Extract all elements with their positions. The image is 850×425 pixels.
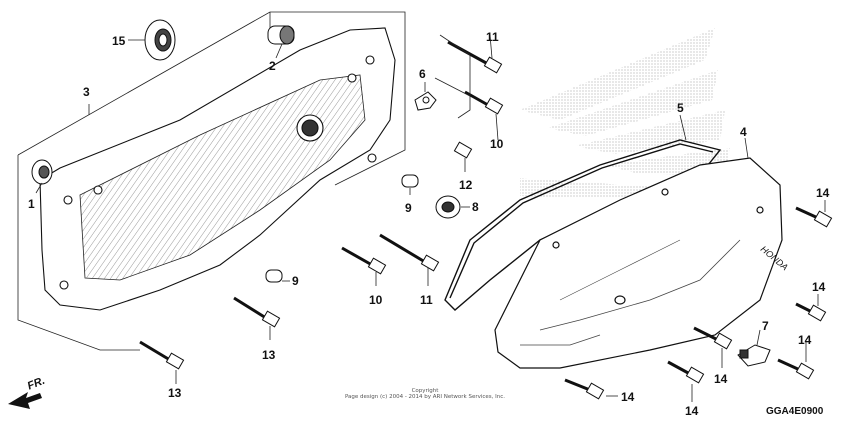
callout-8: 8	[472, 200, 479, 214]
callout-14-e: 14	[621, 390, 635, 404]
callout-10-upper: 10	[490, 137, 504, 151]
callout-3: 3	[83, 85, 90, 99]
callout-14-f: 14	[685, 404, 699, 418]
callout-13-left: 13	[168, 386, 182, 400]
leader-lines	[35, 34, 826, 402]
callout-14-c: 14	[714, 372, 728, 386]
callout-11-upper: 11	[486, 30, 499, 44]
diagram-code: GGA4E0900	[766, 406, 824, 417]
front-direction-arrow	[8, 392, 42, 409]
callout-14-b: 14	[812, 280, 826, 294]
callout-14-a: 14	[816, 186, 830, 200]
gasket-part	[444, 139, 722, 311]
callout-14-d: 14	[798, 333, 812, 347]
callout-4: 4	[740, 125, 747, 139]
callout-13-right: 13	[262, 348, 276, 362]
dowel-pin-part	[267, 25, 295, 45]
collar-part	[265, 174, 419, 283]
clamp-part	[737, 344, 771, 367]
outer-cover	[494, 157, 783, 369]
callout-1: 1	[28, 197, 35, 211]
callout-12: 12	[459, 178, 473, 192]
clip-part	[414, 91, 437, 111]
oil-seal-part	[435, 195, 461, 219]
grommet-part	[31, 159, 53, 185]
copyright-line-2: Page design (c) 2004 - 2014 by ARI Netwo…	[344, 394, 506, 401]
callout-9-upper: 9	[405, 201, 412, 215]
copyright-line-1: Copyright	[411, 388, 439, 394]
callout-5: 5	[677, 101, 684, 115]
callout-6: 6	[419, 67, 426, 81]
bolt-parts	[139, 40, 833, 400]
callout-15: 15	[112, 34, 126, 48]
callout-11-lower: 11	[420, 293, 433, 307]
callout-10-lower: 10	[369, 293, 383, 307]
left-crankcase-cover	[39, 27, 396, 311]
bearing-part	[144, 19, 176, 61]
callout-7: 7	[762, 319, 769, 333]
copyright-notice: Copyright Page design (c) 2004 - 2014 by…	[300, 388, 550, 401]
callout-9-lower: 9	[292, 274, 299, 288]
callout-2: 2	[269, 59, 276, 73]
